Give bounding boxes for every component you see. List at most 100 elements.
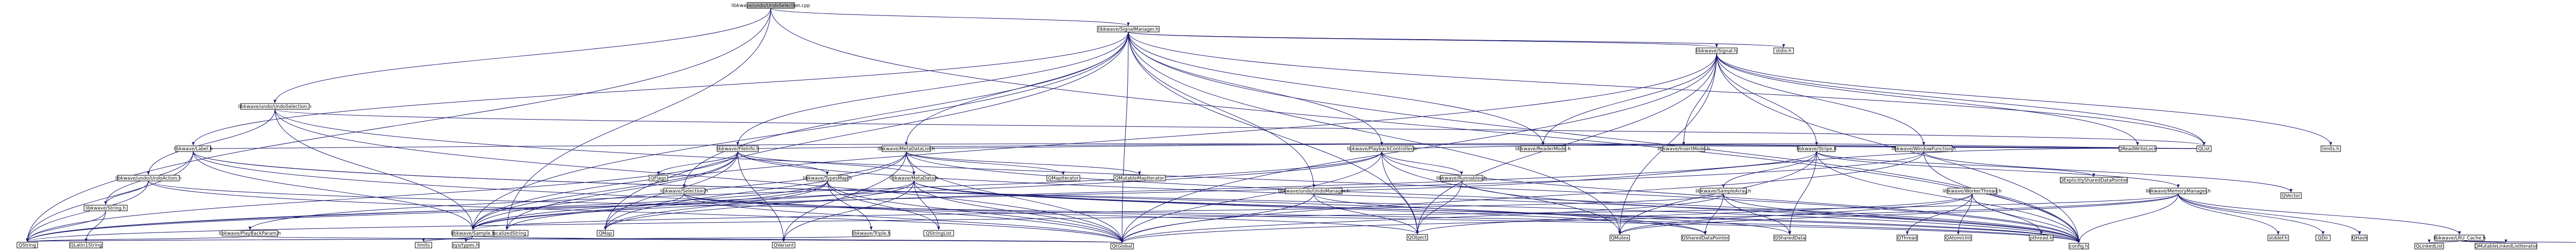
node-box[interactable] xyxy=(772,242,795,248)
node-limits[interactable]: limits xyxy=(415,242,432,248)
node-qlinkedlist[interactable]: QLinkedList xyxy=(2414,243,2444,249)
node-qreadwritelock[interactable]: QReadWriteLock xyxy=(2119,145,2157,152)
node-box[interactable] xyxy=(1896,235,1918,241)
node-samplearray_h[interactable]: libkwave/SampleArray.h xyxy=(1696,188,1751,194)
node-box[interactable] xyxy=(806,175,849,181)
node-box[interactable] xyxy=(923,230,954,237)
node-box[interactable] xyxy=(452,230,494,237)
node-label_h[interactable]: libkwave/Label.h xyxy=(174,145,213,152)
node-playbackparam_h[interactable]: libkwave/PlayBackParam.h xyxy=(219,230,281,237)
node-qmutex[interactable]: QMutex xyxy=(1609,235,1630,241)
node-box[interactable] xyxy=(1662,145,1705,152)
node-qflags[interactable]: QFlags xyxy=(649,175,668,181)
node-box[interactable] xyxy=(2149,188,2207,194)
node-box[interactable] xyxy=(1406,234,1428,241)
node-workerthread_h[interactable]: libkwave/WorkerThread.h xyxy=(1943,188,2002,194)
node-box[interactable] xyxy=(663,188,705,194)
node-box[interactable] xyxy=(1110,243,1134,249)
node-stddef_h[interactable]: stddef.h xyxy=(2267,235,2289,241)
node-box[interactable] xyxy=(1350,145,1414,152)
node-undoselection_h[interactable]: libkwave/undo/UndoSelection.h xyxy=(239,103,312,110)
node-qvector[interactable]: QVector xyxy=(2280,192,2302,199)
node-qshareddata[interactable]: QSharedData xyxy=(1773,235,1806,241)
node-undomanager_h[interactable]: libkwave/undo/UndoManager.h xyxy=(1278,188,1350,194)
node-box[interactable] xyxy=(117,175,180,181)
node-box[interactable] xyxy=(415,242,432,248)
node-sample_h[interactable]: libkwave/Sample.h xyxy=(451,230,495,237)
node-box[interactable] xyxy=(69,242,103,248)
node-qexplicitlyshareddatapointer[interactable]: QExplicitlySharedDataPointer xyxy=(2060,177,2128,184)
node-box[interactable] xyxy=(2475,243,2537,249)
node-stdio_h[interactable]: stdio.h xyxy=(1773,47,1794,54)
node-stripe_h[interactable]: libkwave/Stripe.h xyxy=(1797,145,1837,152)
node-qstring[interactable]: QString xyxy=(16,242,38,248)
node-box[interactable] xyxy=(2315,235,2331,241)
node-box[interactable] xyxy=(747,2,795,9)
node-config_h[interactable]: config.h xyxy=(2069,243,2089,249)
node-box[interactable] xyxy=(1947,188,1997,194)
node-qmutablemapiterator[interactable]: QMutableMapIterator xyxy=(1113,175,1166,181)
node-metadatalist_h[interactable]: libkwave/MetaDataList.h xyxy=(878,145,935,152)
node-box[interactable] xyxy=(83,205,128,211)
node-qhash[interactable]: QHash xyxy=(2351,235,2368,241)
node-readermode_h[interactable]: libkwave/ReaderMode.h xyxy=(1515,145,1571,152)
node-box[interactable] xyxy=(892,175,936,181)
node-box[interactable] xyxy=(452,242,480,248)
node-box[interactable] xyxy=(597,230,614,237)
node-box[interactable] xyxy=(1046,175,1080,181)
node-qtglobal[interactable]: QtGlobal xyxy=(1110,243,1134,249)
node-qmap[interactable]: QMap xyxy=(597,230,614,237)
node-box[interactable] xyxy=(1700,188,1747,194)
node-box[interactable] xyxy=(2280,192,2302,199)
node-box[interactable] xyxy=(1285,188,1343,194)
node-box[interactable] xyxy=(222,230,278,237)
node-typesmap_h[interactable]: libkwave/TypesMap.h xyxy=(803,175,852,181)
node-metadata_h[interactable]: libkwave/MetaData.h xyxy=(889,175,939,181)
node-filterinfo_h[interactable]: libkwave/FileInfo.h xyxy=(716,145,759,152)
node-box[interactable] xyxy=(1113,175,1166,181)
node-box[interactable] xyxy=(1681,235,1730,241)
node-box[interactable] xyxy=(2351,235,2368,241)
node-box[interactable] xyxy=(2119,145,2157,152)
node-box[interactable] xyxy=(2320,145,2341,152)
node-pthread_h[interactable]: pthread.h xyxy=(2029,235,2054,241)
node-box[interactable] xyxy=(1097,26,1160,32)
node-box[interactable] xyxy=(1895,145,1953,152)
node-qstringlist[interactable]: QStringList xyxy=(923,230,954,237)
node-box[interactable] xyxy=(1773,235,1806,241)
node-qmapiterator[interactable]: QMapIterator xyxy=(1046,175,1080,181)
node-box[interactable] xyxy=(717,145,759,152)
node-triple_h[interactable]: libkwave/Triple.h xyxy=(852,230,891,237)
node-box[interactable] xyxy=(649,175,668,181)
node-box[interactable] xyxy=(1609,235,1630,241)
node-qatomicint[interactable]: QAtomicInt xyxy=(1944,235,1972,241)
node-box[interactable] xyxy=(1944,235,1972,241)
node-insertmode_h[interactable]: libkwave/InsertMode.h xyxy=(1657,145,1710,152)
node-box[interactable] xyxy=(1520,145,1566,152)
node-qshareddatapointer[interactable]: QSharedDataPointer xyxy=(1681,235,1730,241)
node-playbackcontroller_h[interactable]: libkwave/PlaybackController.h xyxy=(1347,145,1417,152)
node-qobject[interactable]: QObject xyxy=(1406,234,1428,241)
node-box[interactable] xyxy=(2434,235,2485,241)
node-qthread[interactable]: QThread xyxy=(1896,235,1918,241)
node-box[interactable] xyxy=(882,145,931,152)
node-box[interactable] xyxy=(2414,243,2444,249)
node-qlatin1string[interactable]: QLatin1String xyxy=(69,242,103,248)
node-box[interactable] xyxy=(175,145,211,152)
node-string_h[interactable]: libkwave/String.h xyxy=(83,205,128,211)
node-box[interactable] xyxy=(2029,235,2054,241)
node-sys_types_h[interactable]: sys/types.h xyxy=(452,242,480,248)
node-limits_h[interactable]: limits.h xyxy=(2320,145,2341,152)
node-undoaction_h[interactable]: libkwave/undo/UndoAction.h xyxy=(115,175,182,181)
node-box[interactable] xyxy=(1798,145,1836,152)
node-qdir[interactable]: QDir xyxy=(2315,235,2331,241)
node-box[interactable] xyxy=(1773,47,1794,54)
node-runnables_h[interactable]: libkwave/Runnables.h xyxy=(1436,175,1487,181)
node-box[interactable] xyxy=(1696,47,1738,54)
node-windowfunction_h[interactable]: libkwave/WindowFunction.h xyxy=(1891,145,1956,152)
node-box[interactable] xyxy=(852,230,890,237)
node-signal_h[interactable]: libkwave/Signal.h xyxy=(1696,47,1738,54)
node-lru_cache_h[interactable]: libkwave/LRU_Cache.h xyxy=(2433,235,2486,241)
node-box[interactable] xyxy=(16,242,38,248)
node-memorymanager_h[interactable]: libkwave/MemoryManager.h xyxy=(2146,188,2211,194)
